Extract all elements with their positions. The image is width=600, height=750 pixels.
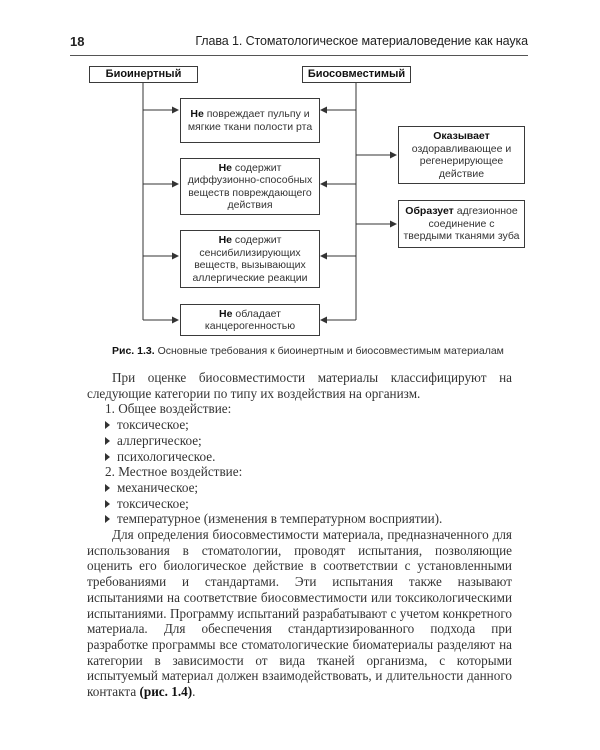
bullet-icon: [105, 452, 110, 461]
requirement-2-text: содержит диффузионно-способных веществ п…: [187, 161, 313, 212]
list-item: токсическое;: [105, 496, 512, 512]
requirement-2-bold: Не: [218, 161, 233, 174]
biocompatible-1-text: оздоравливающее и регенерирующее действи…: [411, 142, 512, 180]
bullet-icon: [105, 421, 110, 430]
biocompatible-2-bold: Образует: [405, 205, 454, 218]
biocompatible-heading: Биосовместимый: [302, 66, 411, 83]
requirement-3-text: содержит сенсибилизирующих веществ, вызы…: [192, 234, 308, 284]
requirement-1-bold: Не: [190, 108, 204, 120]
bullet-icon: [105, 515, 110, 524]
list-item-text: аллергическое;: [117, 432, 202, 448]
paragraph-testing: Для определения биосовместимости материа…: [87, 527, 512, 700]
requirement-box-1: Не повреждает пульпу и мягкие ткани поло…: [180, 98, 320, 143]
list-item: механическое;: [105, 480, 512, 496]
list-item-text: температурное (изменения в температурном…: [117, 511, 443, 527]
list-item: токсическое;: [105, 417, 512, 433]
list-item-text: психологическое.: [117, 448, 216, 464]
requirement-box-3: Не содержит сенсибилизирующих веществ, в…: [180, 230, 320, 288]
diagram-connectors: [142, 82, 397, 324]
paragraph-testing-end: .: [192, 684, 196, 700]
page-header: 18 Глава 1. Стоматологическое материалов…: [70, 34, 528, 52]
bullet-icon: [105, 499, 110, 508]
requirement-4-text: обладает канцерогенностью: [204, 307, 296, 333]
figure-reference: (рис. 1.4): [139, 684, 193, 700]
bioinert-heading: Биоинертный: [89, 66, 198, 83]
list-item-text: механическое;: [117, 479, 199, 495]
local-effect-heading: 2. Местное воздействие:: [105, 464, 243, 480]
biocompatible-label: Биосовместимый: [307, 68, 406, 81]
biocompatible-box-1: Оказывает оздоравливающее и регенерирующ…: [398, 126, 525, 184]
paragraph-testing-text: Для определения биосовместимости материа…: [87, 527, 512, 700]
caption-label: Рис. 1.3.: [112, 345, 155, 357]
list-item: психологическое.: [105, 449, 512, 465]
running-head: Глава 1. Стоматологическое материаловеде…: [195, 34, 528, 48]
biocompatible-1-bold: Оказывает: [433, 130, 490, 142]
list-item-text: токсическое;: [117, 417, 189, 433]
list-item: температурное (изменения в температурном…: [105, 511, 512, 527]
biocompatible-2-text: адгезионное соединение с твердыми тканям…: [403, 205, 520, 243]
body-text: При оценке биосовместимости материалы кл…: [87, 370, 512, 700]
bullet-icon: [105, 436, 110, 445]
requirement-box-4: Не обладает канцерогенностью: [180, 304, 320, 336]
caption-text: Основные требования к биоинертным и биос…: [154, 345, 504, 357]
header-rule: [70, 55, 528, 56]
general-effect-heading: 1. Общее воздействие:: [105, 401, 232, 417]
paragraph-intro: При оценке биосовместимости материалы кл…: [87, 370, 512, 401]
page-number: 18: [70, 34, 85, 49]
figure-diagram: Биоинертный Биосовместимый Не повреждает…: [0, 0, 600, 345]
bullet-icon: [105, 483, 110, 492]
list-item-text: токсическое;: [117, 495, 189, 511]
figure-caption: Рис. 1.3. Основные требования к биоинерт…: [112, 345, 504, 357]
bioinert-label: Биоинертный: [105, 68, 182, 81]
biocompatible-box-2: Образует адгезионное соединение с тверды…: [398, 200, 525, 248]
requirement-box-2: Не содержит диффузионно-способных вещест…: [180, 158, 320, 215]
requirement-1-text: повреждает пульпу и мягкие ткани полости…: [187, 108, 313, 133]
requirement-3-bold: Не: [218, 234, 233, 246]
list-item: аллергическое;: [105, 433, 512, 449]
requirement-4-bold: Не: [219, 307, 233, 320]
